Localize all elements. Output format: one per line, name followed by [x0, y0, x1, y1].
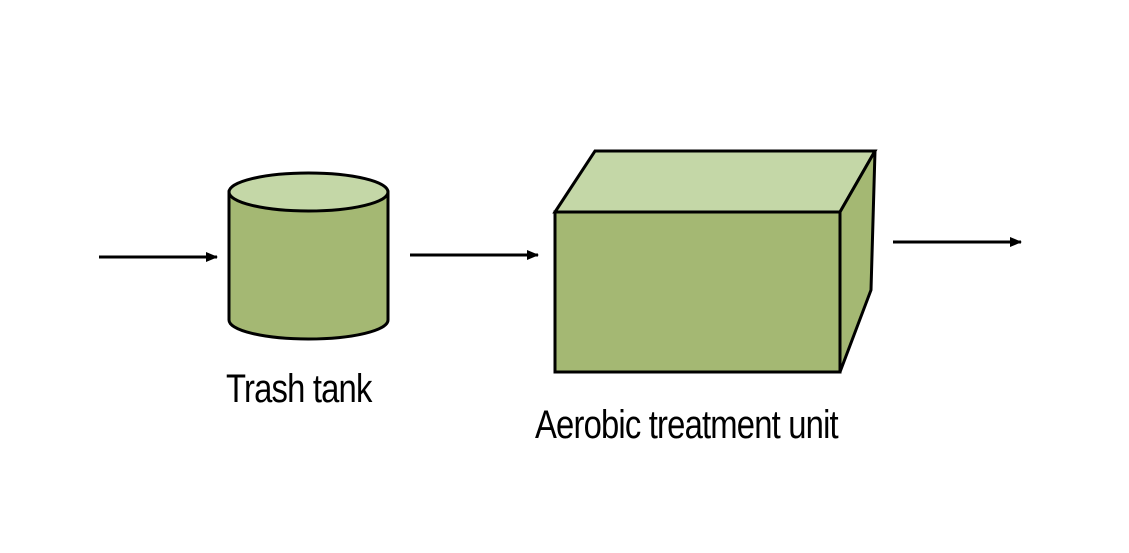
- aerobic-treatment-unit-label: Aerobic treatment unit: [535, 403, 839, 447]
- trash-tank-label: Trash tank: [226, 367, 372, 411]
- trash-tank-body: [227, 190, 390, 341]
- aerobic-unit-front-face: [553, 210, 842, 374]
- trash-tank-top: [227, 171, 390, 213]
- trash-tank-cylinder: [227, 171, 390, 341]
- aerobic-unit-top-face: [552, 149, 878, 214]
- aerobic-treatment-unit-box: [552, 149, 878, 374]
